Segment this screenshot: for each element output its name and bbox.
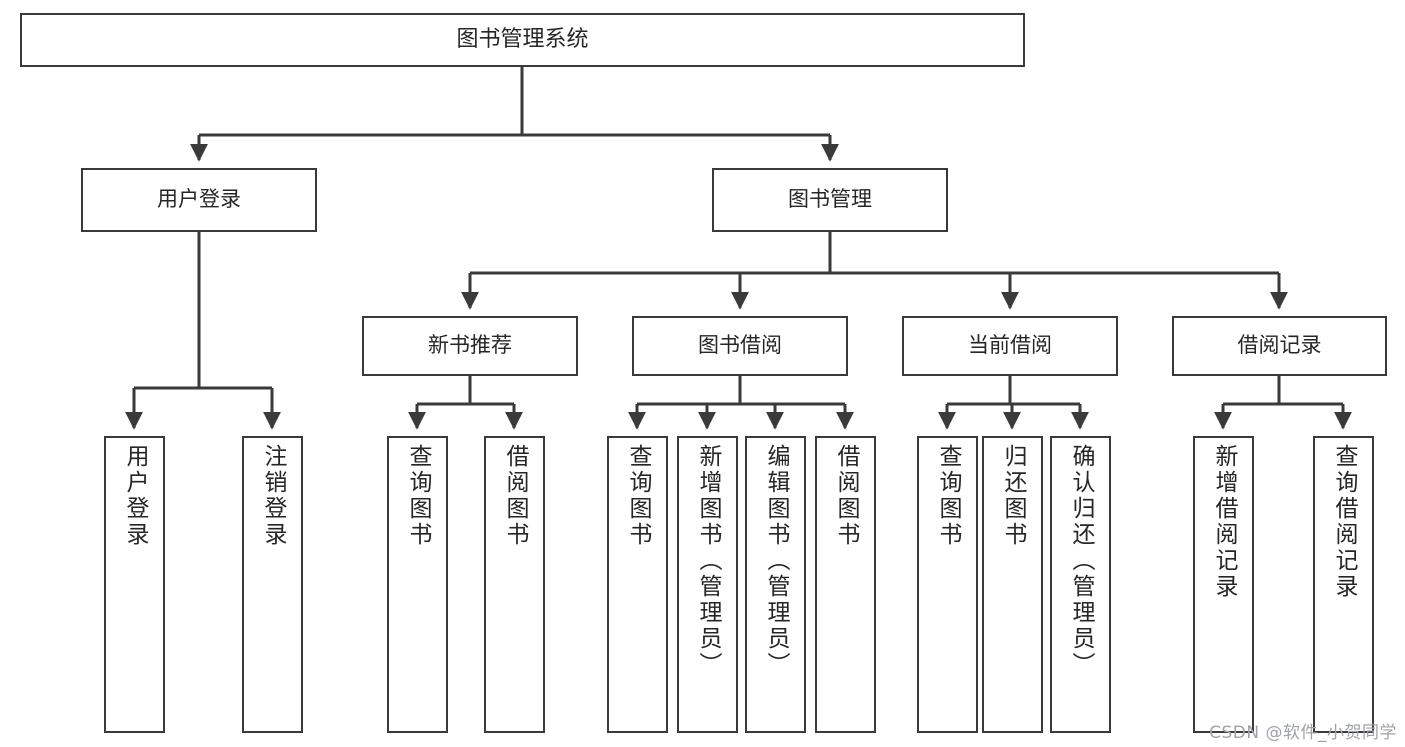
node-root[interactable]: 图书管理系统 [20,13,1025,67]
node-current-borrow-label: 当前借阅 [968,333,1052,358]
node-leaf-add-book[interactable]: 新增图书（管理员） [677,436,738,733]
node-leaf-logout-login-label: 注销登录 [260,444,286,548]
node-leaf-borrow-book-1-label: 借阅图书 [502,444,528,548]
node-leaf-query-book-3[interactable]: 查询图书 [917,436,978,733]
node-book-management[interactable]: 图书管理 [712,168,948,232]
node-book-borrow-label: 图书借阅 [698,333,782,358]
edges-bookborrow-to-leaves [628,376,854,430]
node-leaf-return-book[interactable]: 归还图书 [982,436,1043,733]
node-leaf-query-book-1-label: 查询图书 [405,444,431,548]
node-leaf-query-record[interactable]: 查询借阅记录 [1313,436,1374,733]
node-leaf-logout-login[interactable]: 注销登录 [242,436,303,733]
node-leaf-edit-book-label: 编辑图书（管理员） [763,444,789,678]
node-leaf-add-record-label: 新增借阅记录 [1211,444,1237,600]
node-user-login-label: 用户登录 [157,187,241,212]
edges-borrowrecord-to-leaves [1214,376,1352,430]
edges-newbook-to-leaves [408,376,523,430]
node-leaf-borrow-book-2[interactable]: 借阅图书 [815,436,876,733]
node-leaf-return-book-label: 归还图书 [1000,444,1026,548]
node-leaf-borrow-book-1[interactable]: 借阅图书 [484,436,545,733]
node-leaf-user-login-label: 用户登录 [122,444,148,548]
node-leaf-query-book-2[interactable]: 查询图书 [607,436,668,733]
node-leaf-query-book-3-label: 查询图书 [935,444,961,548]
edges-root-to-level2 [190,67,839,162]
node-leaf-query-book-1[interactable]: 查询图书 [387,436,448,733]
node-borrow-record[interactable]: 借阅记录 [1172,316,1387,376]
node-user-login[interactable]: 用户登录 [81,168,317,232]
node-leaf-user-login[interactable]: 用户登录 [104,436,165,733]
node-leaf-add-record[interactable]: 新增借阅记录 [1193,436,1254,733]
node-leaf-confirm-return[interactable]: 确认归还（管理员） [1050,436,1111,733]
node-leaf-add-book-label: 新增图书（管理员） [695,444,721,678]
node-leaf-edit-book[interactable]: 编辑图书（管理员） [745,436,806,733]
node-borrow-record-label: 借阅记录 [1237,333,1322,358]
node-new-book-recommend[interactable]: 新书推荐 [362,316,578,376]
node-book-borrow[interactable]: 图书借阅 [632,316,848,376]
node-root-label: 图书管理系统 [456,26,589,52]
node-leaf-query-book-2-label: 查询图书 [625,444,651,548]
edges-userlogin-to-leaves [125,232,281,430]
node-leaf-borrow-book-2-label: 借阅图书 [833,444,859,548]
edges-bookmgmt-to-level3 [461,232,1288,310]
edges-currentborrow-to-leaves [938,376,1089,430]
node-new-book-recommend-label: 新书推荐 [428,333,512,358]
node-leaf-confirm-return-label: 确认归还（管理员） [1068,444,1094,678]
node-current-borrow[interactable]: 当前借阅 [902,316,1118,376]
node-leaf-query-record-label: 查询借阅记录 [1331,444,1357,600]
node-book-management-label: 图书管理 [788,187,872,212]
